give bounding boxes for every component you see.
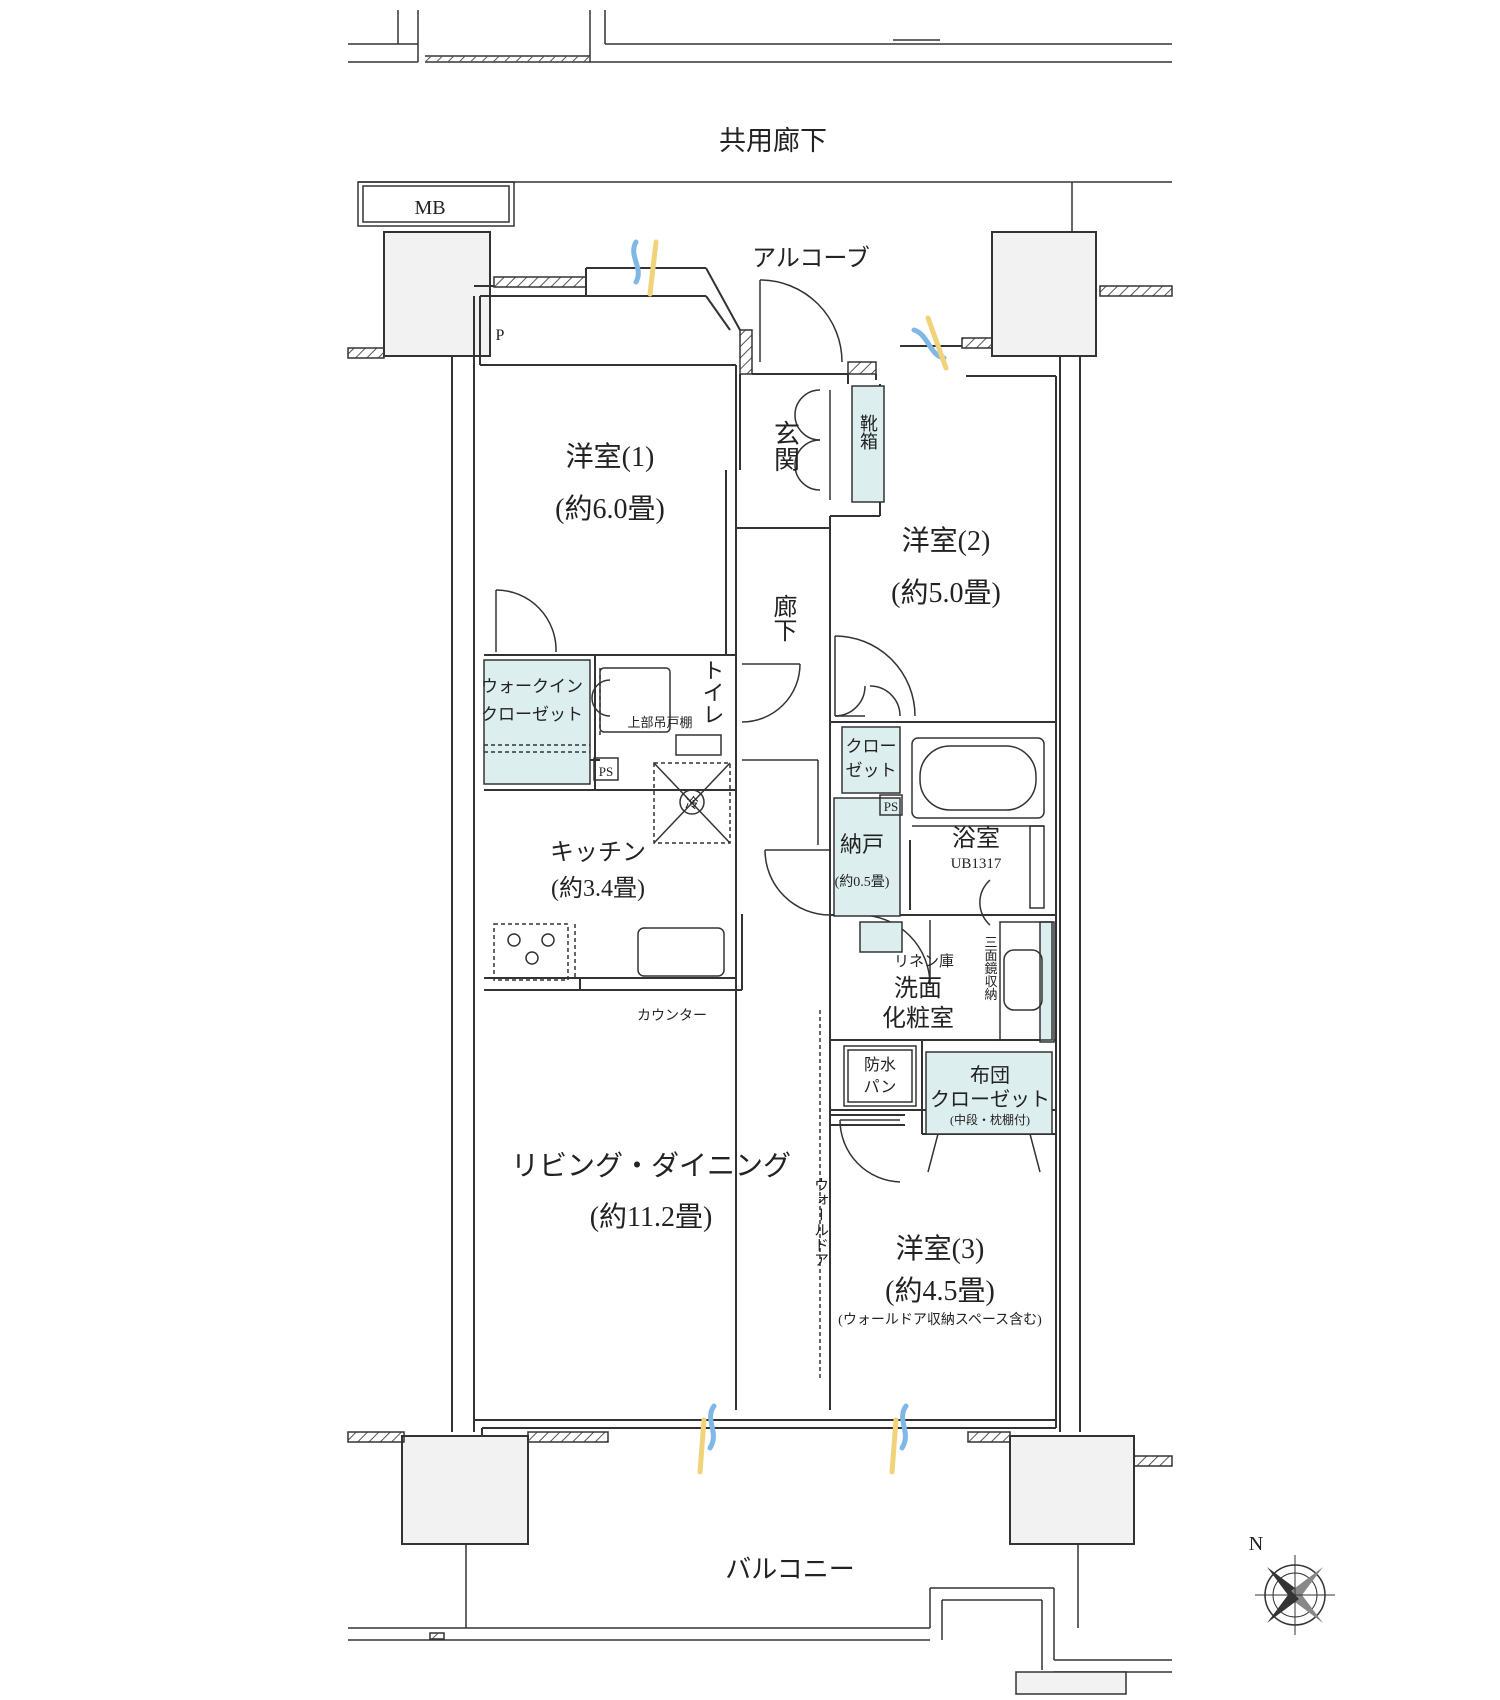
room3-label: 洋室(3) <box>896 1233 985 1265</box>
doors <box>495 279 991 1183</box>
entrance-label: 玄関 <box>771 420 800 472</box>
hallway-label: 廊下 <box>769 594 797 642</box>
room1-area: (約6.0畳) <box>555 493 665 525</box>
living-label: リビング・ダイニング <box>511 1150 791 1182</box>
balcony-railing <box>348 1544 1172 1695</box>
corridor-outline <box>357 181 1172 232</box>
room2-area: (約5.0畳) <box>891 577 1001 609</box>
living-area: (約11.2畳) <box>590 1201 713 1233</box>
p-label: P <box>496 327 505 344</box>
kitchen-label: キッチン <box>550 840 646 866</box>
hatched-walls <box>347 276 1173 1467</box>
storage-area: (約0.5畳) <box>835 874 890 890</box>
fridge-label: 冷 <box>685 796 699 812</box>
linen-label: リネン庫 <box>894 953 954 970</box>
shoe-box-label: 靴箱 <box>858 414 878 450</box>
closet-label-2: ゼット <box>846 761 897 780</box>
closet-label-1: クロー <box>846 737 897 756</box>
washroom-label-1: 洗面 <box>894 975 942 1002</box>
upper-shelf-label: 上部吊戸棚 <box>627 715 692 730</box>
bath-unit-label: UB1317 <box>951 856 1002 872</box>
common-corridor-label: 共用廊下 <box>719 126 827 156</box>
mirror-storage-label: 三面鏡収納 <box>983 936 998 1002</box>
room2-label: 洋室(2) <box>902 525 991 557</box>
interior-walls <box>484 384 1056 1410</box>
storage-label: 納戸 <box>840 832 884 857</box>
compass-icon <box>1255 1555 1335 1635</box>
washroom-label-2: 化粧室 <box>882 1005 954 1032</box>
walkin-closet-label-1: ウォークイン <box>481 677 583 696</box>
futon-closet-label-2: クローゼット <box>930 1088 1050 1111</box>
column-bottom-right <box>1009 1435 1135 1545</box>
room1-label: 洋室(1) <box>566 441 655 473</box>
north-label: N <box>1249 1533 1263 1555</box>
mb-label: MB <box>414 197 445 219</box>
room3-note: (ウォールドア収納スペース含む) <box>838 1312 1042 1328</box>
storage-fills <box>483 385 1055 1135</box>
futon-closet-label-1: 布団 <box>970 1064 1010 1087</box>
ventilation-icon <box>631 239 949 1475</box>
ps-label-2: PS <box>884 799 898 814</box>
column-bottom-left <box>401 1435 529 1545</box>
balcony-label: バルコニー <box>725 1555 854 1584</box>
column-top-right <box>991 231 1097 357</box>
alcove-label: アルコーブ <box>752 245 870 272</box>
waterpan-label-2: パン <box>864 1079 897 1096</box>
walkin-closet-label-2: クローゼット <box>481 705 583 724</box>
fixtures <box>484 470 1053 1380</box>
kitchen-area: (約3.4畳) <box>551 875 645 902</box>
upper-building-lines <box>348 10 1172 63</box>
counter-label: カウンター <box>637 1008 707 1024</box>
waterpan-label-1: 防水 <box>864 1056 896 1074</box>
walldoor-label: ウォールドア <box>812 1177 828 1267</box>
bath-label: 浴室 <box>952 825 1000 852</box>
column-top-left <box>383 231 491 357</box>
ps-label-1: PS <box>599 764 613 779</box>
room3-area: (約4.5畳) <box>885 1275 995 1307</box>
toilet-label: トイレ <box>700 659 725 725</box>
futon-closet-note: (中段・枕棚付) <box>950 1112 1030 1127</box>
outer-walls <box>451 267 1081 1436</box>
